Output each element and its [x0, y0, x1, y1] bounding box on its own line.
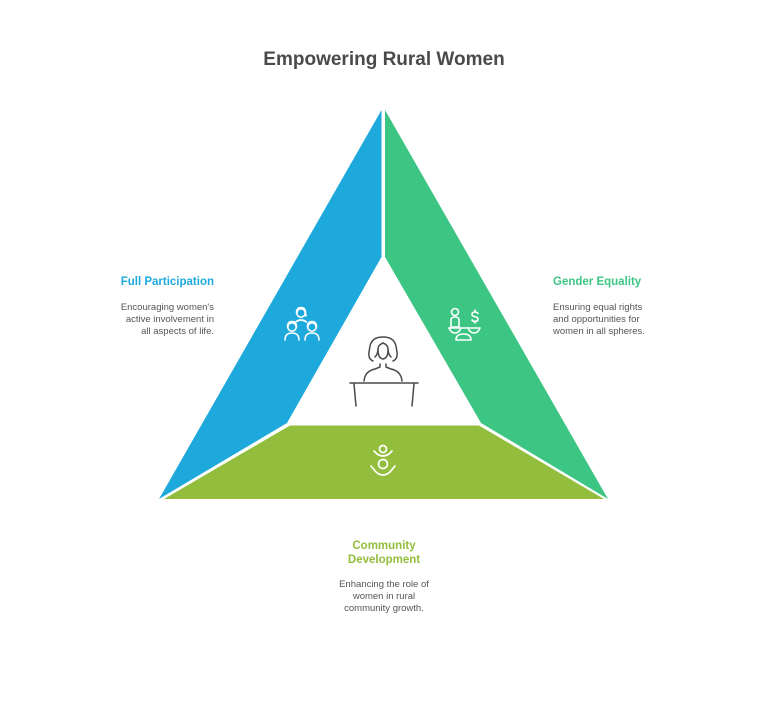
label-full-participation: Full Participation Encouraging women's a… — [84, 275, 214, 338]
full-participation-title: Full Participation — [120, 276, 214, 288]
person-dollar-balance-scale-icon — [448, 307, 481, 341]
community-development-title: Community Development — [319, 539, 449, 567]
desc-line: and opportunities for — [553, 314, 640, 325]
woman-at-podium-icon — [349, 336, 419, 407]
segment-community-development[interactable] — [164, 425, 604, 500]
full-participation-description: Encouraging women's active involvement i… — [84, 302, 214, 338]
gender-equality-description: Ensuring equal rights and opportunities … — [553, 302, 683, 338]
label-community-development: Community Development Enhancing the role… — [319, 539, 449, 615]
title-line: Community — [352, 540, 416, 552]
desc-line: active involvement in — [125, 314, 214, 325]
community-development-description: Enhancing the role of women in rural com… — [319, 579, 449, 615]
community-people-icon — [370, 444, 396, 476]
label-gender-equality: Gender Equality Ensuring equal rights an… — [553, 275, 683, 338]
desc-line: all aspects of life. — [141, 326, 214, 337]
segment-full-participation[interactable] — [159, 110, 382, 499]
diagram-title: Empowering Rural Women — [263, 49, 505, 70]
group-of-women-icon — [284, 306, 320, 341]
desc-line: Enhancing the role of — [339, 579, 429, 590]
desc-line: community growth. — [344, 603, 424, 614]
desc-line: Ensuring equal rights — [553, 302, 643, 313]
gender-equality-title: Gender Equality — [553, 276, 642, 288]
title-line: Development — [347, 554, 421, 566]
desc-line: women in rural — [352, 591, 416, 602]
desc-line: women in all spheres. — [553, 326, 645, 337]
desc-line: Encouraging women's — [120, 302, 214, 313]
segment-gender-equality[interactable] — [385, 110, 608, 499]
